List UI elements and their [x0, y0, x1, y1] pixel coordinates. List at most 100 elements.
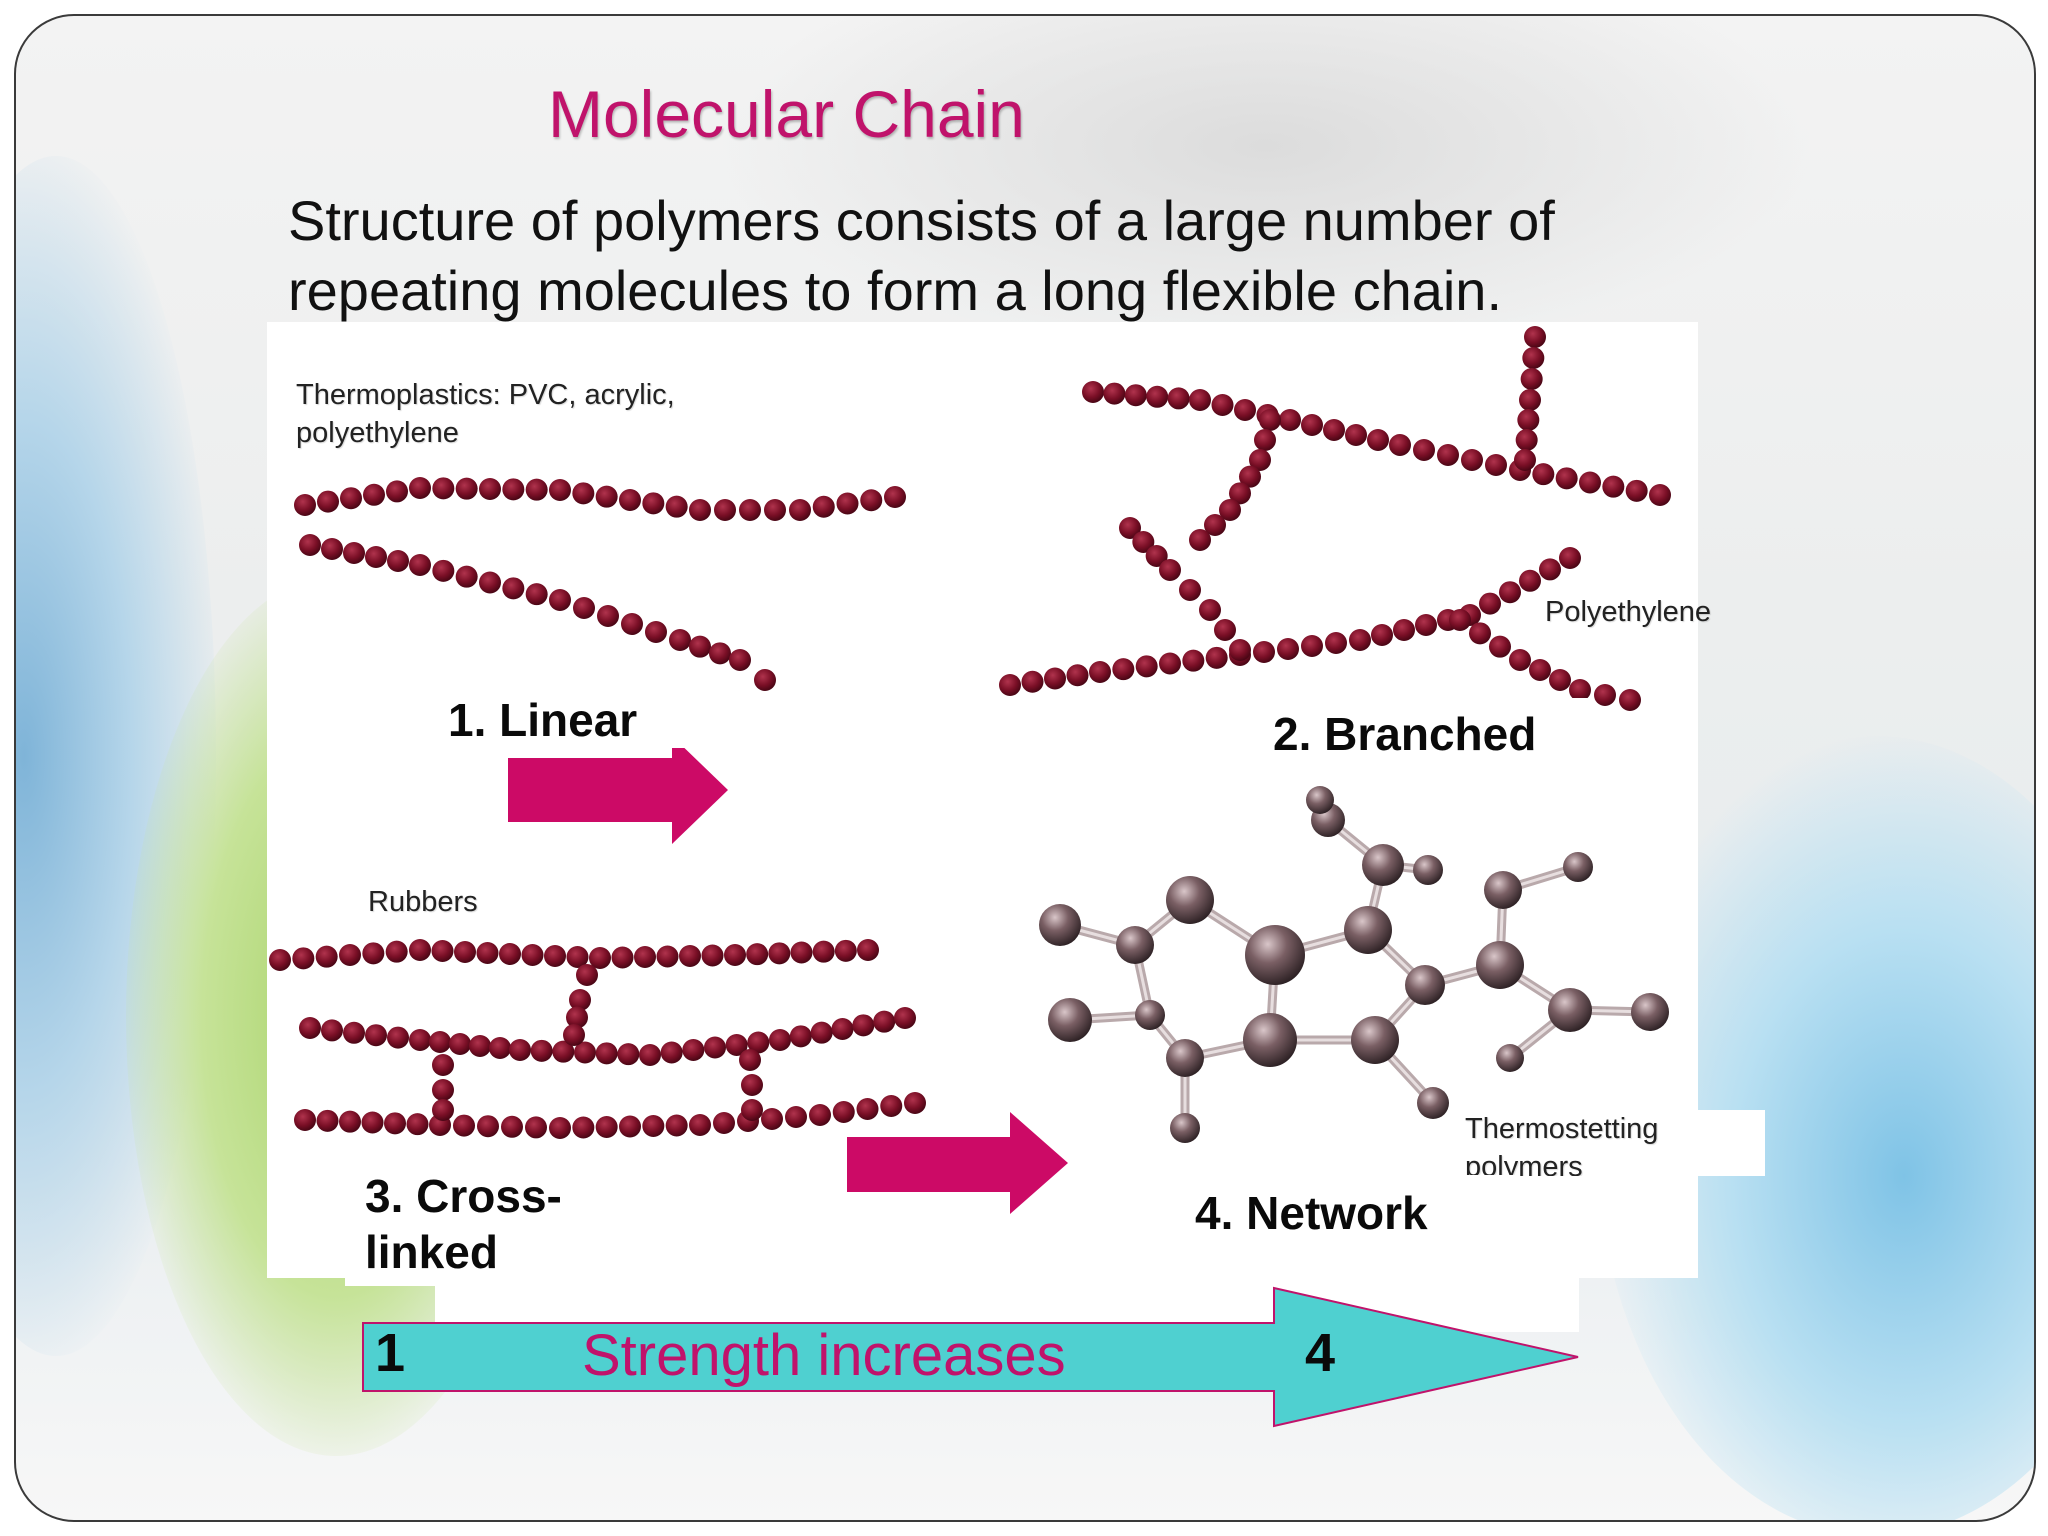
chain-bead: [645, 621, 667, 643]
chain-bead: [339, 944, 361, 966]
chain-bead: [832, 1101, 855, 1123]
chain-bead: [294, 1109, 316, 1131]
chain-bead: [595, 1116, 618, 1138]
thermoplastics-label: Thermoplastics: PVC, acrylic, polyethyle…: [296, 379, 675, 449]
chain-bead: [1066, 664, 1089, 687]
chain-bead: [1214, 619, 1236, 641]
chain-bead: [741, 1074, 763, 1096]
chain-bead: [339, 1110, 361, 1133]
chain-bead: [617, 1043, 640, 1066]
chain-bead: [432, 1079, 454, 1101]
chain-bead: [852, 1014, 875, 1037]
chain-bead: [363, 483, 385, 506]
molecule-atom: [1631, 993, 1669, 1031]
chain-bead: [1146, 385, 1169, 408]
intro-text: Structure of polymers consists of a larg…: [288, 189, 1555, 322]
chain-bead: [701, 944, 724, 967]
chain-bead: [764, 499, 786, 521]
chain-bead: [530, 1039, 553, 1062]
molecule-atom: [1484, 871, 1522, 909]
chain-bead: [1124, 384, 1147, 407]
chain-bead: [1254, 429, 1276, 451]
chain-bead: [299, 1017, 321, 1039]
molecule-atom: [1496, 1044, 1524, 1072]
chain-bead: [689, 499, 711, 521]
chain-bead: [409, 554, 431, 576]
chain-bead: [1119, 517, 1141, 539]
molecule-atom: [1563, 852, 1593, 882]
chain-bead: [455, 565, 478, 588]
chain-bead: [569, 989, 591, 1011]
chain-bead: [595, 1042, 618, 1065]
molecule-atom: [1135, 1000, 1165, 1030]
chain-bead: [682, 1039, 705, 1061]
chain-bead: [1469, 622, 1491, 645]
chain-bead: [1413, 439, 1435, 461]
chain-bead: [549, 479, 571, 501]
network-label: 4. Network: [1175, 1175, 1515, 1241]
chain-bead: [432, 559, 455, 582]
chain-bead: [860, 489, 883, 512]
chain-bead: [299, 534, 321, 556]
chain-bead: [386, 480, 408, 503]
chain-bead: [660, 1041, 683, 1064]
chain-bead: [544, 945, 566, 967]
chain-bead: [489, 1037, 511, 1059]
chain-bead: [768, 942, 791, 965]
chain-bead: [1489, 635, 1511, 658]
chain-bead: [321, 1019, 343, 1042]
chain-bead: [1089, 661, 1111, 683]
chain-bead: [1132, 531, 1155, 553]
chain-bead: [449, 1033, 471, 1055]
chain-bead: [739, 1049, 761, 1071]
chain-bead: [1229, 639, 1251, 661]
chain-bead: [669, 629, 691, 651]
chain-bead: [1602, 475, 1625, 498]
chain-bead: [746, 943, 769, 966]
chain-bead: [269, 949, 291, 971]
chain-bead: [619, 1115, 641, 1138]
chain-bead: [525, 583, 548, 606]
chain-bead: [572, 482, 595, 505]
chain-bead: [724, 944, 746, 966]
chain-bead: [1520, 368, 1543, 390]
branched-chain-diagram: [999, 326, 1671, 711]
chain-bead: [790, 941, 813, 964]
chain-bead: [1649, 484, 1671, 506]
chain-bead: [689, 1114, 711, 1136]
chain-bead: [1437, 444, 1459, 466]
chain-bead: [1239, 465, 1261, 488]
chain-bead: [1179, 579, 1201, 601]
molecule-atom: [1344, 906, 1392, 954]
molecule-atom: [1306, 786, 1334, 814]
chain-bead: [387, 1026, 409, 1049]
chain-bead: [361, 1111, 384, 1134]
chain-bead: [409, 939, 431, 961]
chain-bead: [1204, 514, 1226, 536]
chain-bead: [1159, 652, 1181, 675]
chain-bead: [409, 477, 431, 499]
molecule-atom: [1170, 1113, 1200, 1143]
chain-bead: [1594, 684, 1616, 706]
chain-bead: [1044, 667, 1066, 690]
chain-bead: [572, 1116, 595, 1139]
chain-bead: [831, 1018, 854, 1040]
chain-bead: [739, 499, 761, 521]
chain-bead: [1515, 429, 1538, 451]
chain-bead: [665, 1114, 688, 1137]
chain-bead: [1619, 689, 1641, 711]
chain-bead: [704, 1036, 726, 1059]
chain-bead: [362, 942, 385, 965]
chain-bead: [1189, 529, 1211, 551]
chain-bead: [1519, 389, 1541, 411]
chain-bead: [873, 1010, 896, 1033]
crosslinked-label: 3. Cross-linked: [345, 1160, 630, 1286]
chain-bead: [725, 1034, 748, 1056]
chain-bead: [316, 1109, 339, 1132]
chain-bead: [1367, 429, 1389, 451]
chain-bead: [714, 499, 736, 521]
chain-bead: [834, 939, 857, 962]
chain-bead: [321, 538, 343, 560]
chain-bead: [729, 649, 751, 671]
chain-bead: [1529, 659, 1551, 681]
